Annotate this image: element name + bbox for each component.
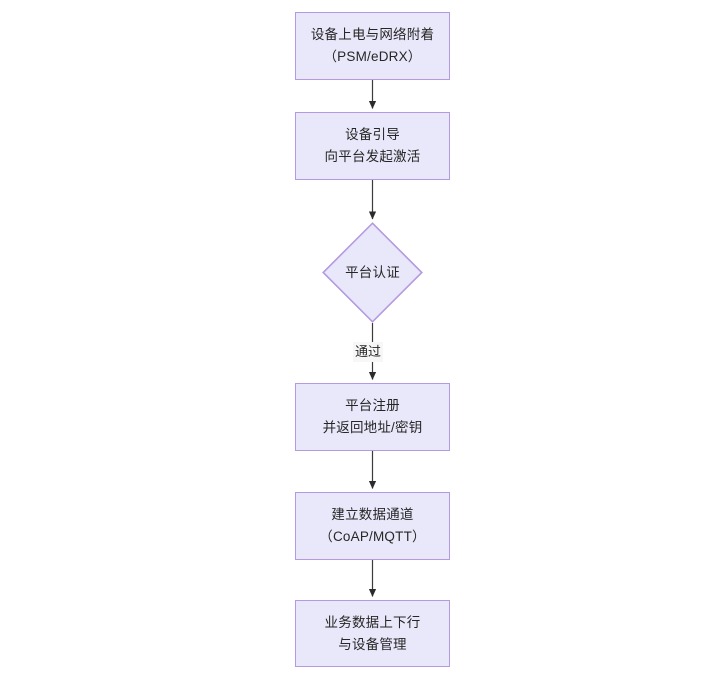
node-label: 建立数据通道 （CoAP/MQTT） bbox=[319, 507, 426, 544]
node-business-data-and-device-management[interactable]: 业务数据上下行 与设备管理 bbox=[295, 600, 450, 667]
node-label: 平台注册 并返回地址/密钥 bbox=[322, 398, 423, 435]
diamond-icon bbox=[322, 222, 423, 323]
node-label: 设备引导 向平台发起激活 bbox=[324, 127, 421, 164]
node-label: 业务数据上下行 与设备管理 bbox=[324, 614, 421, 652]
node-platform-register[interactable]: 平台注册 并返回地址/密钥 bbox=[295, 383, 450, 451]
node-device-bootstrap[interactable]: 设备引导 向平台发起激活 bbox=[295, 112, 450, 180]
node-label: 设备上电与网络附着 （PSM/eDRX） bbox=[310, 27, 435, 64]
node-platform-auth-decision[interactable]: 平台认证 bbox=[322, 222, 423, 323]
edge-label-text: 通过 bbox=[355, 344, 382, 359]
node-device-power-on[interactable]: 设备上电与网络附着 （PSM/eDRX） bbox=[295, 12, 450, 80]
node-establish-data-channel[interactable]: 建立数据通道 （CoAP/MQTT） bbox=[295, 492, 450, 560]
node-label: 平台认证 bbox=[345, 264, 400, 280]
edge-label-pass: 通过 bbox=[353, 342, 384, 362]
